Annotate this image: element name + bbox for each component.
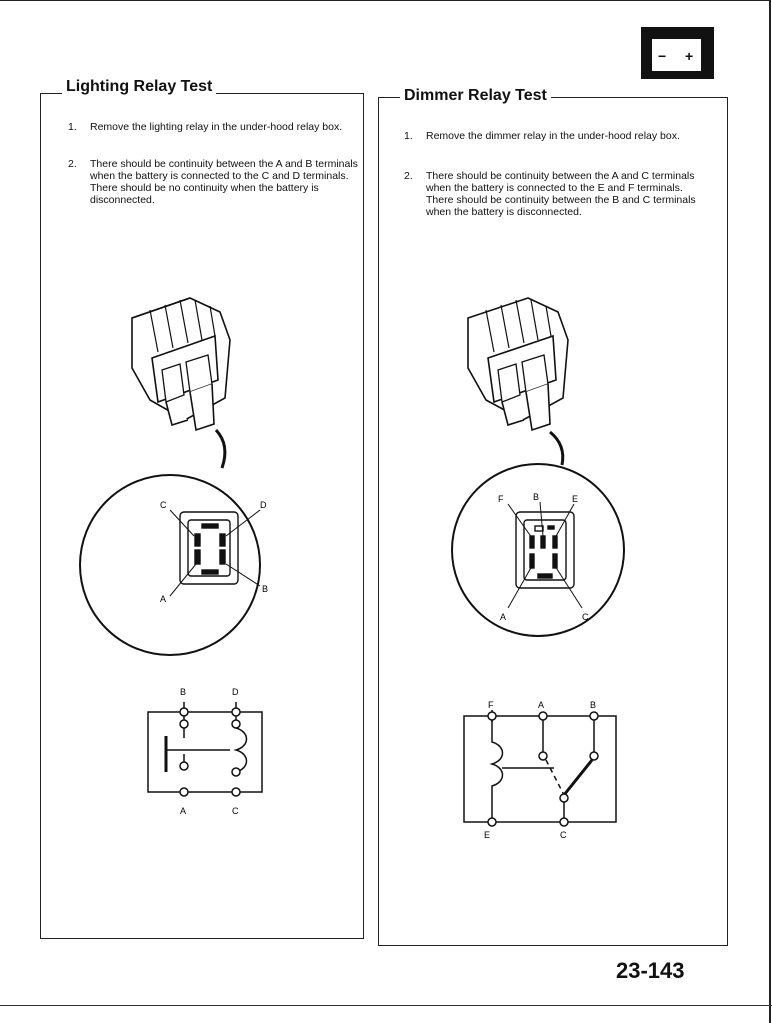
dimmer-schematic-label-b: B <box>590 700 596 710</box>
dimmer-relay-panel <box>378 97 728 946</box>
dimmer-relay-body <box>467 297 569 432</box>
lighting-relay-illustration: C D A B B D A C <box>79 297 268 816</box>
lighting-connector-label-d: D <box>260 500 267 510</box>
battery-icon: − + <box>641 27 714 79</box>
battery-minus: − <box>658 48 667 64</box>
lighting-step-1-number: 1. <box>68 121 77 133</box>
lighting-connector-detail-circle <box>79 474 261 656</box>
dimmer-connector-face <box>515 511 575 589</box>
dimmer-schematic-label-f: F <box>488 700 494 710</box>
lighting-step-1-text: Remove the lighting relay in the under-h… <box>90 121 343 133</box>
lighting-schematic-label-a: A <box>180 806 186 816</box>
dimmer-step-1: 1. Remove the dimmer relay in the under-… <box>404 130 704 158</box>
page-top-border <box>0 0 771 1</box>
dimmer-connector-label-f: F <box>498 494 504 504</box>
dimmer-schematic-label-e: E <box>484 830 490 840</box>
lighting-relay-body <box>131 297 231 432</box>
battery-plus: + <box>685 48 694 64</box>
dimmer-step-2-number: 2. <box>404 170 413 182</box>
dimmer-connector-label-b: B <box>533 492 539 502</box>
lighting-connector-label-c: C <box>160 500 167 510</box>
page-number: 23-143 <box>616 958 685 983</box>
dimmer-schematic-label-c: C <box>560 830 567 840</box>
lighting-step-2-text: There should be continuity between the A… <box>90 158 358 206</box>
lighting-connector-label-a: A <box>160 594 166 604</box>
dimmer-step-1-number: 1. <box>404 130 413 142</box>
lighting-step-2-number: 2. <box>68 158 77 170</box>
lighting-relay-title: Lighting Relay Test <box>62 78 217 96</box>
dimmer-connector-detail-circle <box>451 463 625 637</box>
dimmer-connector-label-a: A <box>500 612 506 622</box>
page-bottom-rule <box>0 1005 772 1006</box>
lighting-schematic-label-d: D <box>232 687 239 697</box>
lighting-connector-face <box>179 511 239 585</box>
page-right-border <box>769 0 771 1023</box>
dimmer-connector-label-c: C <box>582 612 589 622</box>
lighting-connector-label-b: B <box>262 584 268 594</box>
dimmer-connector-label-e: E <box>572 494 578 504</box>
dimmer-relay-illustration: F B E A C F A B E C <box>451 297 625 840</box>
dimmer-step-1-text: Remove the dimmer relay in the under-hoo… <box>426 130 680 142</box>
lighting-step-1: 1. Remove the lighting relay in the unde… <box>68 121 364 149</box>
dimmer-relay-title: Dimmer Relay Test <box>400 87 551 105</box>
dimmer-step-2-text: There should be continuity between the A… <box>426 170 696 218</box>
lighting-schematic-label-c: C <box>232 806 239 816</box>
dimmer-step-2: 2. There should be continuity between th… <box>404 170 704 242</box>
lighting-schematic-label-b: B <box>180 687 186 697</box>
dimmer-schematic-label-a: A <box>538 700 544 710</box>
lighting-step-2: 2. There should be continuity between th… <box>68 158 364 230</box>
lighting-schematic <box>147 702 263 797</box>
dimmer-schematic <box>463 710 617 827</box>
